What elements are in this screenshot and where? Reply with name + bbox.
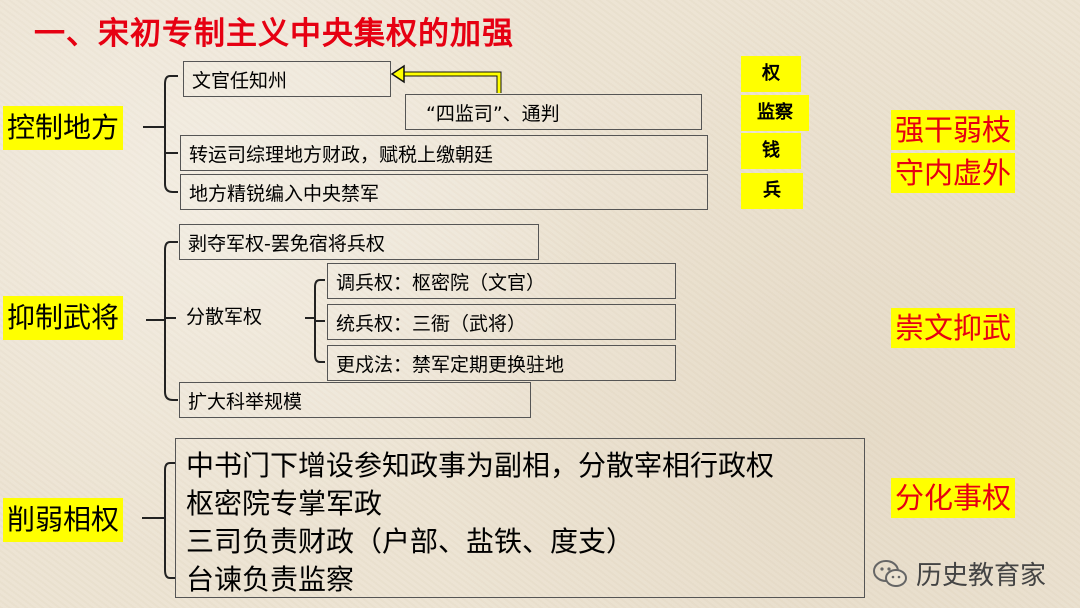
item-civil-prefect: 文官任知州: [183, 61, 391, 97]
watermark: 历史教育家: [872, 555, 1046, 592]
wechat-icon: [872, 559, 907, 587]
category-weaken-chancellor: 削弱相权: [3, 498, 124, 542]
chancellor-box: 中书门下增设参知政事为副相，分散宰相行政权 枢密院专掌军政 三司负责财政（户部、…: [175, 438, 865, 598]
slide-title: 一、宋初专制主义中央集权的加强: [34, 16, 514, 52]
item-rotation: 更戍法：禁军定期更换驻地: [327, 345, 676, 381]
item-transport-office: 转运司综理地方财政，赋税上缴朝廷: [180, 135, 708, 171]
item-command: 统兵权：三衙（武将）: [327, 304, 676, 340]
label-divide-powers: 分化事权: [891, 478, 1016, 518]
item-supervisors: “四监司”、通判: [405, 94, 702, 130]
chancellor-item: 枢密院专掌军政: [186, 487, 383, 520]
label-guard-inside: 守内虚外: [891, 153, 1016, 193]
category-suppress-generals: 抑制武将: [3, 296, 124, 340]
chancellor-item: 台谏负责监察: [186, 563, 355, 596]
category-control-local: 控制地方: [3, 106, 124, 150]
chancellor-item: 中书门下增设参知政事为副相，分散宰相行政权: [186, 449, 775, 482]
item-disperse: 分散军权: [186, 305, 263, 328]
label-strong-trunk: 强干弱枝: [891, 110, 1016, 150]
arrow-connector: [390, 64, 502, 93]
item-elite-troops: 地方精锐编入中央禁军: [180, 174, 708, 210]
label-civil-over-military: 崇文抑武: [891, 308, 1016, 348]
tag-troops: 兵: [741, 173, 803, 209]
tag-power: 权: [741, 56, 801, 92]
tag-money: 钱: [741, 133, 801, 169]
watermark-text: 历史教育家: [915, 561, 1046, 591]
item-exam: 扩大科举规模: [179, 382, 531, 418]
item-strip-power: 剥夺军权-罢免宿将兵权: [179, 224, 539, 260]
tag-supervision: 监察: [741, 95, 809, 131]
item-dispatch: 调兵权：枢密院（文官）: [327, 263, 676, 299]
chancellor-item: 三司负责财政（户部、盐铁、度支）: [186, 525, 635, 558]
